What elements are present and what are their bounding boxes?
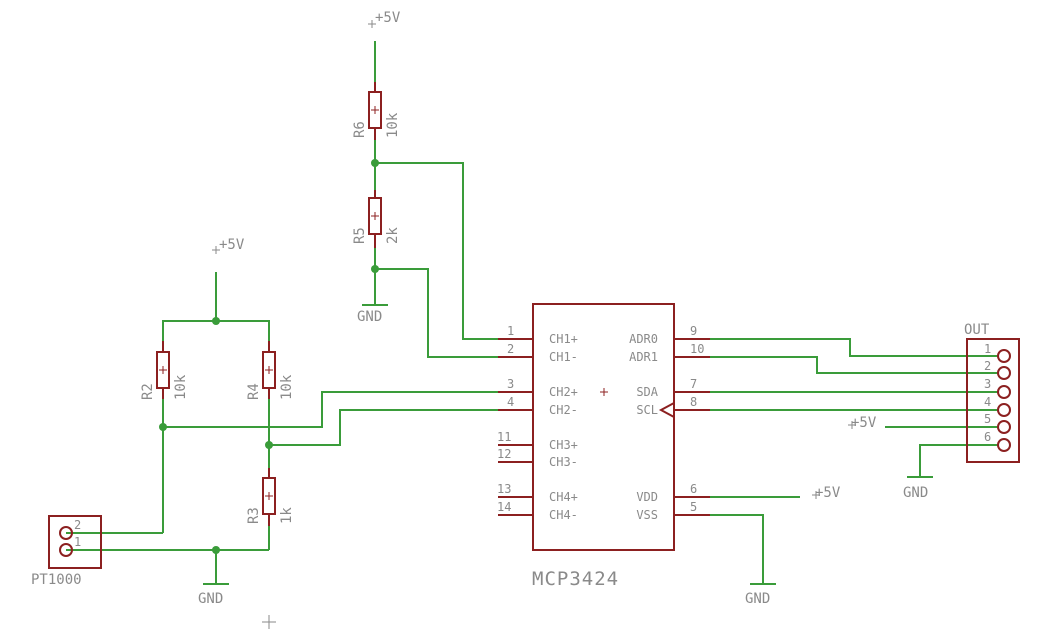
- supply-label-bridge: +5V: [219, 237, 245, 253]
- out-pin-2: 2: [984, 359, 991, 373]
- ic-pin-num-12: 12: [497, 447, 511, 461]
- ic-mcp3424: [498, 303, 710, 551]
- ic-pin-label-ch4n: CH4-: [549, 508, 578, 522]
- ic-pin-num-9: 9: [690, 324, 697, 338]
- r2-value: 10k: [173, 374, 189, 400]
- r5-name: R5: [352, 227, 368, 244]
- ic-pin-label-ch1n: CH1-: [549, 350, 578, 364]
- resistor-r5: [368, 190, 382, 248]
- ic-pin-num-3: 3: [507, 377, 514, 391]
- resistor-r2: [156, 341, 170, 399]
- out-pin-5: 5: [984, 412, 991, 426]
- pt1000-pin-1: 1: [74, 535, 81, 549]
- ic-pin-num-4: 4: [507, 395, 514, 409]
- supply-label-vdd: +5V: [815, 485, 841, 501]
- r5-value: 2k: [385, 227, 401, 244]
- ic-pin-label-ch3n: CH3-: [549, 455, 578, 469]
- ic-name-label: MCP3424: [532, 568, 619, 590]
- r4-name: R4: [246, 383, 262, 400]
- gnd-label-vss: GND: [745, 591, 770, 607]
- out-pin-6: 6: [984, 430, 991, 444]
- resistor-r3: [262, 468, 276, 526]
- out-connector-label: OUT: [964, 322, 990, 338]
- gnd-label-r5: GND: [357, 309, 382, 325]
- resistor-r6: [368, 82, 382, 140]
- out-pin-4: 4: [984, 395, 991, 409]
- ic-pin-label-ch2n: CH2-: [549, 403, 578, 417]
- supply-label-top: +5V: [375, 10, 401, 26]
- ic-pin-label-ch1p: CH1+: [549, 332, 578, 346]
- ic-pin-num-5: 5: [690, 500, 697, 514]
- ic-pin-label-ch3p: CH3+: [549, 438, 578, 452]
- ic-pin-num-1: 1: [507, 324, 514, 338]
- pt1000-pin-2: 2: [74, 518, 81, 532]
- r6-name: R6: [352, 121, 368, 138]
- resistor-r4: [262, 341, 276, 399]
- ic-pin-label-scl: SCL: [636, 403, 658, 417]
- junction-dots: [159, 159, 379, 554]
- ic-pin-label-sda: SDA: [636, 385, 658, 399]
- r4-value: 10k: [279, 374, 295, 400]
- out-pin-1: 1: [984, 342, 991, 356]
- ic-pin-num-7: 7: [690, 377, 697, 391]
- ic-pin-num-10: 10: [690, 342, 704, 356]
- ic-pin-num-11: 11: [497, 430, 511, 444]
- ic-pin-label-vss: VSS: [636, 508, 658, 522]
- wires: [66, 41, 998, 584]
- ic-pin-num-8: 8: [690, 395, 697, 409]
- ic-pin-num-13: 13: [497, 482, 511, 496]
- gnd-label-out: GND: [903, 485, 928, 501]
- supply-plus-markers: [212, 20, 856, 499]
- ic-pin-label-vdd: VDD: [636, 490, 658, 504]
- ic-pin-label-ch2p: CH2+: [549, 385, 578, 399]
- ic-pin-label-adr1: ADR1: [629, 350, 658, 364]
- ground-symbols: [203, 304, 933, 585]
- out-pin-3: 3: [984, 377, 991, 391]
- r3-value: 1k: [279, 507, 295, 524]
- pt1000-label: PT1000: [31, 572, 82, 588]
- connector-pt1000: [48, 515, 102, 569]
- r2-name: R2: [140, 383, 156, 400]
- ic-pin-label-adr0: ADR0: [629, 332, 658, 346]
- origin-cross-marker: [262, 615, 276, 629]
- r3-name: R3: [246, 507, 262, 524]
- ic-pin-num-14: 14: [497, 500, 511, 514]
- gnd-label-bridge: GND: [198, 591, 223, 607]
- connector-out: [966, 338, 1020, 463]
- r6-value: 10k: [385, 112, 401, 138]
- supply-label-out: +5V: [851, 415, 877, 431]
- ic-pin-num-2: 2: [507, 342, 514, 356]
- ic-pin-num-6: 6: [690, 482, 697, 496]
- ic-pin-label-ch4p: CH4+: [549, 490, 578, 504]
